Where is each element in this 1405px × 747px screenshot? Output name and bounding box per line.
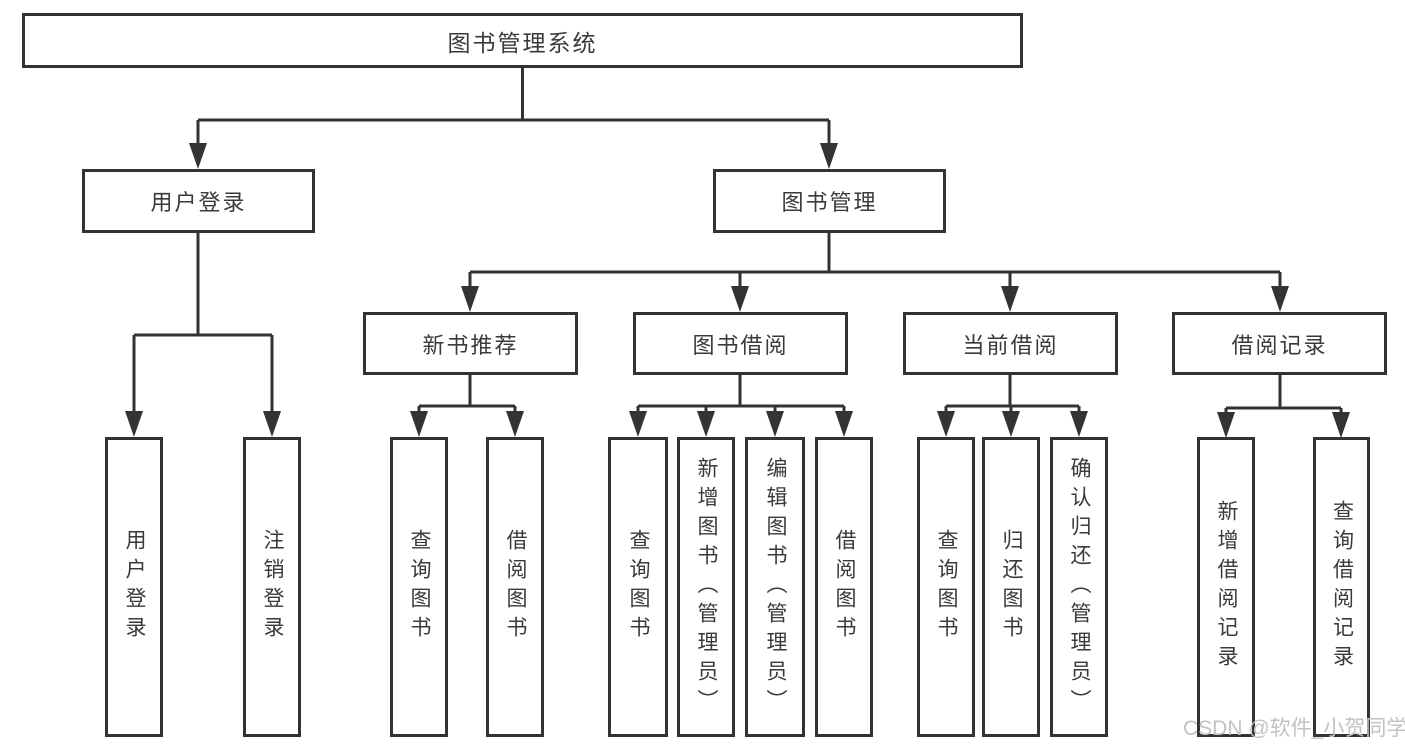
arrowhead-icon [125, 411, 143, 437]
node-label: 当前借阅 [962, 332, 1059, 358]
leaf-label: 归还图书 [1000, 529, 1023, 645]
node-new-book-recommendation: 新书推荐 [363, 312, 578, 375]
node-library-management-system: 图书管理系统 [22, 13, 1023, 68]
node-book-borrowing: 图书借阅 [633, 312, 848, 375]
leaf-label: 用户登录 [123, 529, 146, 645]
leaf-return-books: 归还图书 [982, 437, 1040, 737]
leaf-label: 编辑图书（管理员） [764, 456, 787, 718]
arrowhead-icon [506, 411, 524, 437]
leaf-query-books-borrowing: 查询图书 [608, 437, 668, 737]
leaf-label: 查询图书 [627, 529, 650, 645]
arrowhead-icon [697, 411, 715, 437]
leaf-label: 确认归还（管理员） [1068, 456, 1091, 718]
node-label: 用户登录 [150, 190, 247, 215]
arrowhead-icon [835, 411, 853, 437]
leaf-label: 查询图书 [935, 529, 958, 645]
arrowhead-icon [820, 143, 838, 169]
node-book-management: 图书管理 [713, 169, 946, 233]
arrowhead-icon [1070, 411, 1088, 437]
arrowhead-icon [731, 286, 749, 312]
leaf-user-login: 用户登录 [105, 437, 163, 737]
leaf-confirm-return-admin: 确认归还（管理员） [1050, 437, 1108, 737]
leaf-borrow-books-recommend: 借阅图书 [486, 437, 544, 737]
leaf-borrow-books: 借阅图书 [815, 437, 873, 737]
leaf-query-borrow-record: 查询借阅记录 [1313, 437, 1370, 737]
connector-line-group [132, 68, 1343, 413]
node-borrowing-records: 借阅记录 [1172, 312, 1387, 375]
node-label: 借阅记录 [1231, 332, 1328, 358]
leaf-label: 新增借阅记录 [1215, 500, 1238, 674]
leaf-label: 借阅图书 [833, 529, 856, 645]
leaf-edit-books-admin: 编辑图书（管理员） [745, 437, 805, 737]
leaf-add-books-admin: 新增图书（管理员） [677, 437, 735, 737]
connector-path [132, 68, 1343, 413]
arrowhead-icon [937, 411, 955, 437]
csdn-watermark: CSDN @软件_小贺同学 [1183, 717, 1405, 740]
arrowhead-icon [189, 143, 207, 169]
leaf-logout: 注销登录 [243, 437, 301, 737]
leaf-query-books-recommend: 查询图书 [390, 437, 448, 737]
arrowhead-icon [410, 411, 428, 437]
node-user-login: 用户登录 [82, 169, 315, 233]
arrowhead-icon [263, 411, 281, 437]
leaf-label: 查询图书 [408, 529, 431, 645]
leaf-label: 查询借阅记录 [1330, 500, 1354, 674]
arrowhead-icon [766, 411, 784, 437]
node-current-borrowing: 当前借阅 [903, 312, 1118, 375]
node-label: 图书管理系统 [447, 29, 598, 56]
arrowhead-icon [461, 286, 479, 312]
arrowhead-icon [629, 411, 647, 437]
arrowhead-icon [1271, 286, 1289, 312]
arrowhead-icon [1217, 412, 1235, 438]
leaf-label: 借阅图书 [504, 529, 527, 645]
leaf-query-books-current: 查询图书 [917, 437, 975, 737]
arrowhead-group [125, 143, 1350, 438]
arrowhead-icon [1002, 411, 1020, 437]
leaf-add-borrow-record: 新增借阅记录 [1197, 437, 1255, 737]
leaf-label: 注销登录 [261, 529, 284, 645]
node-label: 新书推荐 [422, 332, 519, 358]
leaf-label: 新增图书（管理员） [695, 456, 718, 718]
node-label: 图书借阅 [692, 332, 789, 358]
node-label: 图书管理 [781, 190, 878, 215]
arrowhead-icon [1001, 286, 1019, 312]
arrowhead-icon [1332, 412, 1350, 438]
